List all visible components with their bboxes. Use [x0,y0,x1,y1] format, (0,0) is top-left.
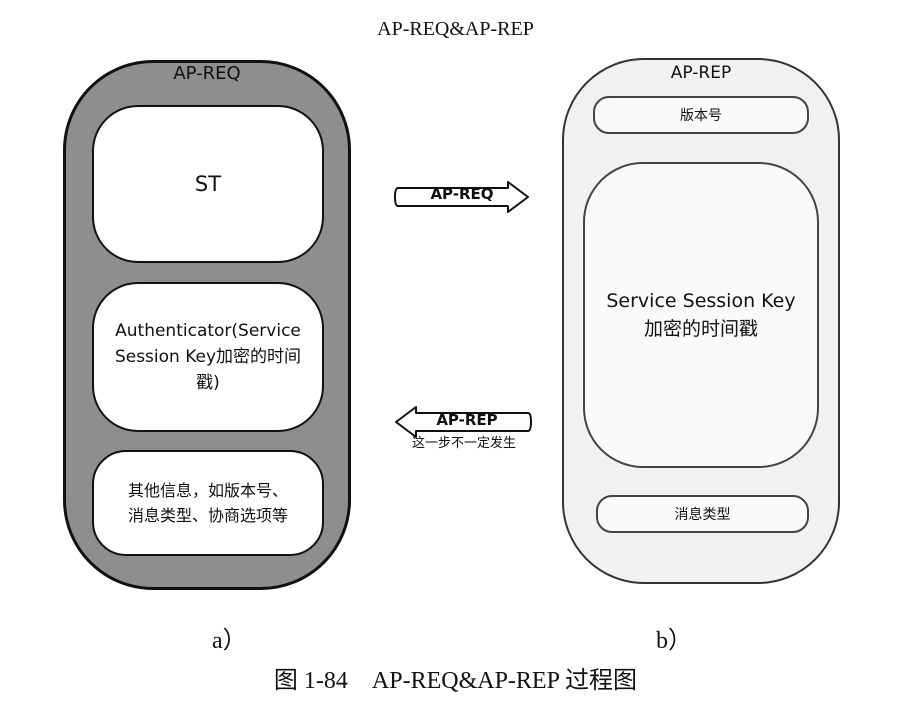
sublabel-b: b） [656,628,692,654]
arrow-request-label: AP-REQ [430,185,494,203]
panel-ap-req-title: AP-REQ [173,63,241,84]
service-session-key-box: Service Session Key 加密的时间戳 [583,162,819,468]
st-label: ST [194,172,222,196]
arrow-request [394,181,529,213]
authenticator-label-line1: Authenticator(Service [115,321,301,341]
panel-ap-rep-title: AP-REP [670,63,732,83]
message-type-box: 消息类型 [596,495,809,533]
message-type-label: 消息类型 [674,507,731,523]
version-box: 版本号 [593,96,809,134]
arrow-reply-note: 这一步不一定发生 [411,436,516,451]
authenticator-box: Authenticator(Service Session Key加密的时间戳) [92,282,324,432]
figure-caption: 图 1-84 AP-REQ&AP-REP 过程图 [273,668,638,694]
st-box: ST [92,105,324,263]
arrow-reply-shape [395,406,532,438]
arrow-reply-label: AP-REP [436,411,498,429]
arrow-reply [395,406,532,438]
other-info-label-line1: 其他信息，如版本号、 [127,481,288,500]
authenticator-label-line2: Session Key加密的时间戳) [114,347,302,393]
arrow-request-shape [394,181,529,213]
other-info-box: 其他信息，如版本号、 消息类型、协商选项等 [92,450,324,556]
other-info-label-line2: 消息类型、协商选项等 [127,506,288,525]
version-label: 版本号 [680,108,722,124]
diagram-title: AP-REQ&AP-REP [377,18,534,40]
service-session-key-label-line2: 加密的时间戳 [643,318,758,340]
sublabel-a: a） [212,628,247,654]
service-session-key-label-line1: Service Session Key [606,290,796,312]
